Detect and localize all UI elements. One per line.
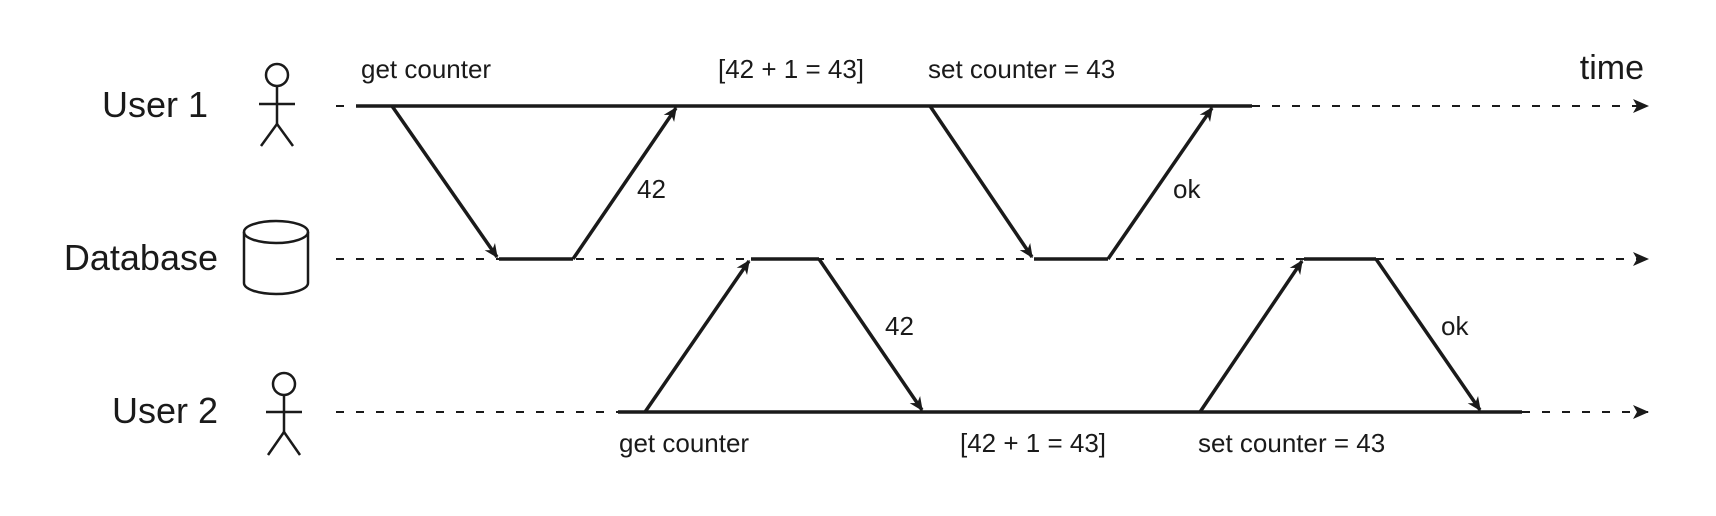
lane-label-database: Database: [64, 237, 218, 278]
person-icon: [266, 371, 302, 456]
user1-set-response-label: ok: [1173, 174, 1201, 204]
user1-get-request-arrow: [390, 105, 499, 259]
user2-get-request-arrow: [643, 259, 751, 413]
user2-get-response-label: 42: [885, 311, 914, 341]
user2-compute-label: [42 + 1 = 43]: [960, 428, 1106, 458]
person-icon: [259, 62, 295, 147]
lane-label-user2: User 2: [112, 390, 218, 431]
time-axis-label: time: [1580, 49, 1644, 87]
user1-get-response-arrow: [571, 106, 678, 260]
user2-set-response-label: ok: [1441, 311, 1469, 341]
user1-get-counter-label: get counter: [361, 54, 491, 84]
user2-set-response-arrow: [1374, 258, 1482, 412]
user1-set-counter-label: set counter = 43: [928, 54, 1115, 84]
user1-get-response-label: 42: [637, 174, 666, 204]
user1-compute-label: [42 + 1 = 43]: [718, 54, 864, 84]
database-cylinder-icon: [242, 219, 310, 296]
user1-set-response-arrow: [1106, 106, 1214, 260]
lane-label-user1: User 1: [102, 84, 208, 125]
user2-get-counter-label: get counter: [619, 428, 749, 458]
user1-set-request-arrow: [928, 105, 1034, 259]
user2-get-response-arrow: [817, 258, 924, 412]
user2-set-request-arrow: [1198, 259, 1304, 413]
user2-set-counter-label: set counter = 43: [1198, 428, 1385, 458]
